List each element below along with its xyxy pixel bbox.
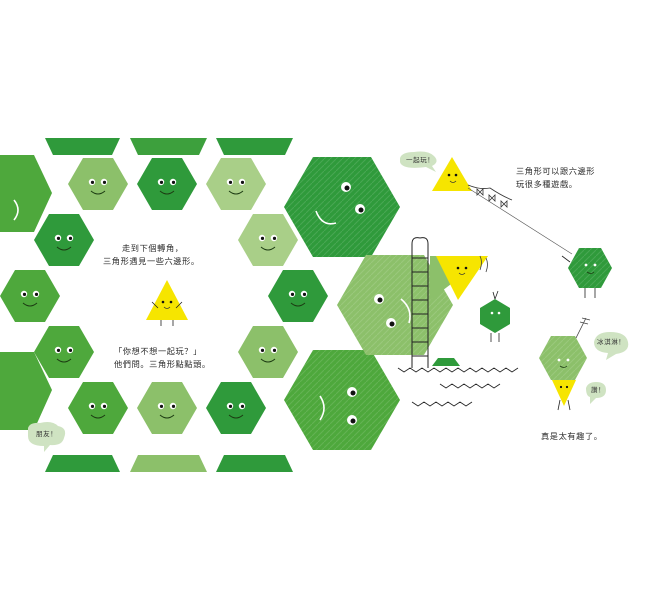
ice-cream-spoon	[575, 317, 591, 339]
hexagon-character	[137, 382, 197, 434]
narration-text-3: 三角形可以跟六邊形 玩很多種遊戲。	[516, 165, 595, 191]
big-hexagon-character	[337, 255, 453, 355]
hexagon-character	[68, 382, 128, 434]
bubble-label-yummy: 讚！	[591, 386, 606, 394]
hexagon-character	[238, 214, 298, 266]
triangle-cone	[552, 380, 576, 411]
hexagon-character	[206, 382, 266, 434]
hexagon-character	[34, 214, 94, 266]
bubble-label-friend: 朋友！	[36, 430, 58, 438]
speech-bubble-yummy	[586, 382, 606, 404]
narration-line: 走到下個轉角，	[122, 243, 184, 253]
hexagon-edge	[130, 138, 207, 155]
narration-line: 三角形遇見一些六邊形。	[103, 256, 200, 266]
speech-bubble-friend	[28, 422, 66, 452]
big-hexagon-left-bottom	[0, 352, 52, 430]
kite-string	[467, 187, 573, 255]
hexagon-character	[68, 158, 128, 210]
hexagon-edge	[216, 455, 293, 472]
hexagon-character-kite-holder	[561, 248, 612, 298]
narration-line: 玩很多種遊戲。	[516, 179, 578, 189]
hexagon-character	[0, 270, 60, 322]
big-hexagon-character	[284, 350, 400, 450]
narration-line: 他們問。三角形點點頭。	[114, 359, 211, 369]
triangle-kite	[432, 157, 472, 191]
narration-text-1: 走到下個轉角， 三角形遇見一些六邊形。	[103, 242, 200, 268]
kite-tail	[467, 184, 513, 208]
speech-bubble-icecream	[594, 332, 629, 360]
hexagon-edge	[45, 455, 120, 472]
ladder	[411, 237, 429, 368]
hexagon-character	[268, 270, 328, 322]
speech-bubble-together	[400, 151, 437, 172]
hexagon-edge	[45, 138, 120, 155]
triangle-character	[436, 256, 488, 300]
right-page-illustration	[337, 151, 629, 411]
big-hexagon-character	[284, 157, 400, 257]
narration-text-4: 真是太有趣了。	[541, 431, 603, 441]
bubble-label-together: 一起玩！	[406, 156, 435, 164]
hexagon-edge	[216, 138, 293, 155]
hexagon-character	[137, 158, 197, 210]
hexagon-edge	[130, 455, 207, 472]
water-waves	[397, 367, 519, 407]
narration-line: 三角形可以跟六邊形	[516, 166, 596, 176]
narration-line: 「你想不想一起玩？」	[114, 346, 202, 356]
hexagon-character-small	[480, 290, 510, 342]
left-page-illustration	[0, 138, 400, 472]
hexagon-character	[34, 326, 94, 378]
hexagon-swimmer	[432, 358, 460, 366]
ice-cream-scoop-hexagon	[539, 336, 587, 380]
hexagon-character	[238, 326, 298, 378]
triangle-character	[146, 280, 188, 326]
narration-text-2: 「你想不想一起玩？」 他們問。三角形點點頭。	[114, 345, 211, 371]
hexagon-character	[206, 158, 266, 210]
bubble-label-icecream: 冰淇淋！	[597, 338, 626, 346]
big-hexagon-left-top	[0, 155, 52, 232]
